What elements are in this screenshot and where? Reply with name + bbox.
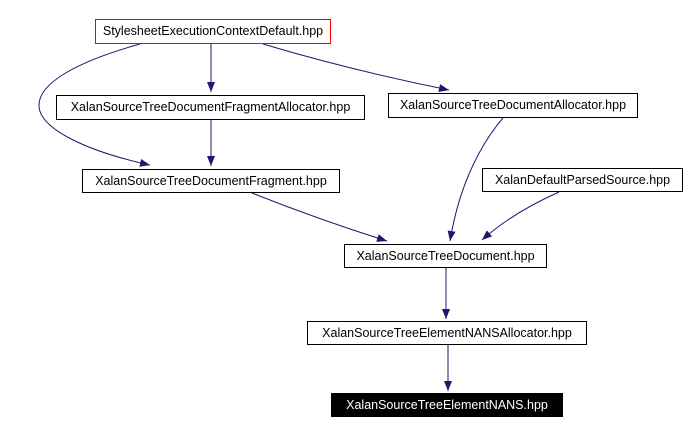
node-xalan-source-tree-element-nans-allocator[interactable]: XalanSourceTreeElementNANSAllocator.hpp	[307, 321, 587, 345]
node-xalan-source-tree-element-nans: XalanSourceTreeElementNANS.hpp	[331, 393, 563, 417]
edge-stylesheet-to-document-allocator	[262, 43, 450, 92]
node-xalan-source-tree-document[interactable]: XalanSourceTreeDocument.hpp	[344, 244, 547, 268]
edge-document-fragment-to-document	[251, 192, 388, 242]
node-xalan-source-tree-document-fragment-allocator[interactable]: XalanSourceTreeDocumentFragmentAllocator…	[56, 95, 365, 120]
node-stylesheet-execution-context-default: StylesheetExecutionContextDefault.hpp	[95, 19, 331, 44]
edge-parsed-source-to-document	[481, 191, 560, 241]
edge-stylesheet-to-document-fragment	[38, 43, 151, 167]
node-xalan-source-tree-document-allocator[interactable]: XalanSourceTreeDocumentAllocator.hpp	[388, 93, 638, 118]
node-xalan-source-tree-document-fragment[interactable]: XalanSourceTreeDocumentFragment.hpp	[82, 169, 340, 193]
edge-document-allocator-to-document	[447, 117, 504, 242]
node-xalan-default-parsed-source[interactable]: XalanDefaultParsedSource.hpp	[482, 168, 683, 192]
